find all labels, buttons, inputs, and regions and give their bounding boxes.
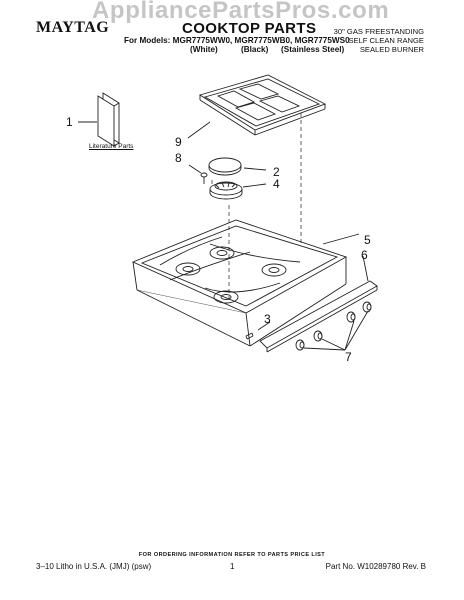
range-line: SELF CLEAN RANGE	[348, 36, 424, 45]
litho-info: 3–10 Litho in U.S.A. (JMJ) (psw)	[36, 562, 152, 571]
page-number: 1	[230, 562, 235, 571]
range-line: 30" GAS FREESTANDING	[333, 27, 424, 36]
callout-2: 2	[273, 165, 280, 179]
alignment-lines	[211, 113, 302, 302]
literature-manual	[78, 92, 120, 147]
variant-stainless: (Stainless Steel)	[281, 45, 345, 54]
callout-6: 6	[361, 248, 368, 262]
page-title: COOKTOP PARTS	[182, 20, 317, 37]
callout-7: 7	[345, 350, 352, 364]
callout-4: 4	[273, 177, 280, 191]
literature-parts-label: Literature Parts	[89, 143, 134, 150]
control-strip	[259, 255, 378, 353]
callout-3: 3	[264, 312, 271, 326]
control-knobs	[295, 301, 372, 351]
burner-grate	[187, 74, 327, 139]
ordering-note: FOR ORDERING INFORMATION REFER TO PARTS …	[138, 552, 326, 558]
callout-8: 8	[175, 151, 182, 165]
small-fastener	[245, 321, 271, 340]
burner-cap	[208, 157, 267, 176]
models-line: For Models: MGR7775WW0, MGR7775WB0, MGR7…	[124, 36, 350, 45]
variant-black: (Black)	[241, 45, 269, 54]
part-number: Part No. W10289780 Rev. B	[325, 562, 426, 571]
variant-white: (White)	[190, 45, 218, 54]
callout-9: 9	[175, 135, 182, 149]
callout-1: 1	[66, 115, 73, 129]
burner-base	[209, 181, 267, 200]
brand-logo: MAYTAG	[36, 19, 110, 36]
callout-5: 5	[364, 233, 371, 247]
range-line: SEALED BURNER	[359, 45, 424, 54]
cooktop-tray	[131, 219, 360, 347]
range-description: 30" GAS FREESTANDING SELF CLEAN RANGE SE…	[304, 27, 424, 54]
watermark: AppliancePartsPros.com	[92, 0, 390, 24]
screw	[188, 164, 208, 184]
